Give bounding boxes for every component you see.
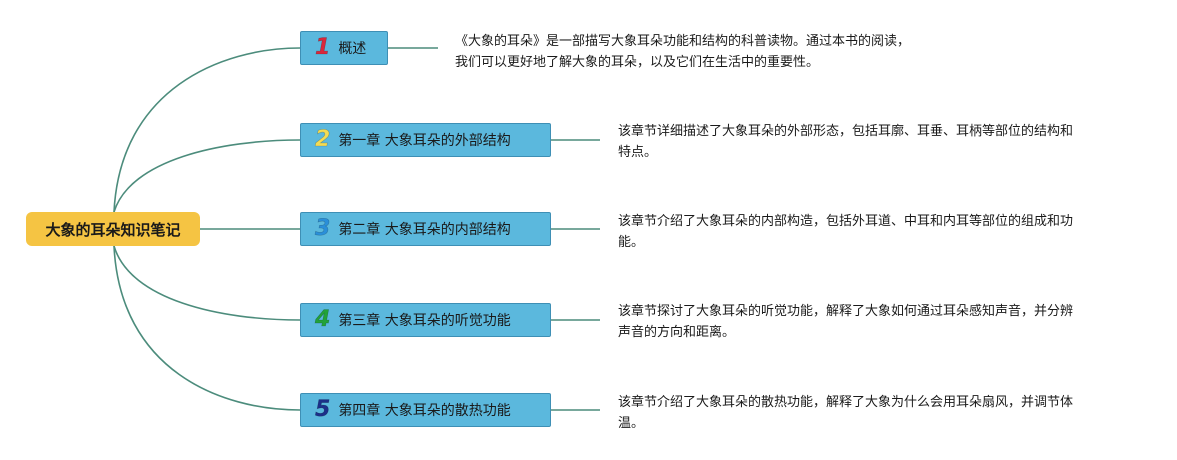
number-five-icon: 5	[315, 397, 331, 422]
description-line: 声音的方向和距离。	[618, 325, 736, 340]
topic-node-chapter-3[interactable]: 4 第三章 大象耳朵的听觉功能	[300, 303, 551, 337]
topic-node-chapter-2[interactable]: 3 第二章 大象耳朵的内部结构	[300, 212, 551, 246]
description-line: 该章节探讨了大象耳朵的听觉功能，解释了大象如何通过耳朵感知声音，并分辨	[618, 304, 1074, 319]
topic-description-chapter-1: 该章节详细描述了大象耳朵的外部形态，包括耳廓、耳垂、耳柄等部位的结构和 特点。	[618, 121, 1073, 163]
topic-description-chapter-3: 该章节探讨了大象耳朵的听觉功能，解释了大象如何通过耳朵感知声音，并分辨 声音的方…	[618, 301, 1073, 343]
topic-node-chapter-4[interactable]: 5 第四章 大象耳朵的散热功能	[300, 393, 551, 427]
number-three-icon: 3	[315, 216, 331, 241]
branch-connector-2	[113, 139, 301, 213]
topic-description-chapter-4: 该章节介绍了大象耳朵的散热功能，解释了大象为什么会用耳朵扇风，并调节体 温。	[618, 392, 1073, 434]
topic-label: 第一章 大象耳朵的外部结构	[338, 133, 511, 149]
branch-connector-4	[113, 245, 301, 321]
description-line: 该章节详细描述了大象耳朵的外部形态，包括耳廓、耳垂、耳柄等部位的结构和	[618, 124, 1074, 139]
root-label: 大象的耳朵知识笔记	[45, 220, 181, 239]
description-line: 我们可以更好地了解大象的耳朵，以及它们在生活中的重要性。	[455, 55, 820, 70]
topic-label: 第三章 大象耳朵的听觉功能	[338, 313, 511, 329]
description-line: 能。	[618, 235, 645, 250]
branch-connector-1	[113, 47, 301, 213]
description-line: 《大象的耳朵》是一部描写大象耳朵功能和结构的科普读物。通过本书的阅读，	[455, 34, 911, 49]
description-line: 该章节介绍了大象耳朵的散热功能，解释了大象为什么会用耳朵扇风，并调节体	[618, 395, 1074, 410]
root-node[interactable]: 大象的耳朵知识笔记	[26, 212, 200, 246]
topic-description-overview: 《大象的耳朵》是一部描写大象耳朵功能和结构的科普读物。通过本书的阅读， 我们可以…	[455, 31, 910, 73]
topic-label: 第四章 大象耳朵的散热功能	[338, 403, 511, 419]
topic-label: 第二章 大象耳朵的内部结构	[338, 222, 511, 238]
number-four-icon: 4	[315, 307, 331, 332]
description-line: 该章节介绍了大象耳朵的内部构造，包括外耳道、中耳和内耳等部位的组成和功	[618, 214, 1074, 229]
number-one-icon: 1	[315, 35, 331, 60]
topic-node-overview[interactable]: 1 概述	[300, 31, 388, 65]
branch-connector-5	[113, 245, 301, 411]
description-line: 特点。	[618, 145, 658, 160]
topic-node-chapter-1[interactable]: 2 第一章 大象耳朵的外部结构	[300, 123, 551, 157]
description-line: 温。	[618, 416, 645, 431]
number-two-icon: 2	[315, 127, 331, 152]
topic-description-chapter-2: 该章节介绍了大象耳朵的内部构造，包括外耳道、中耳和内耳等部位的组成和功 能。	[618, 211, 1073, 253]
topic-label: 概述	[338, 41, 367, 57]
